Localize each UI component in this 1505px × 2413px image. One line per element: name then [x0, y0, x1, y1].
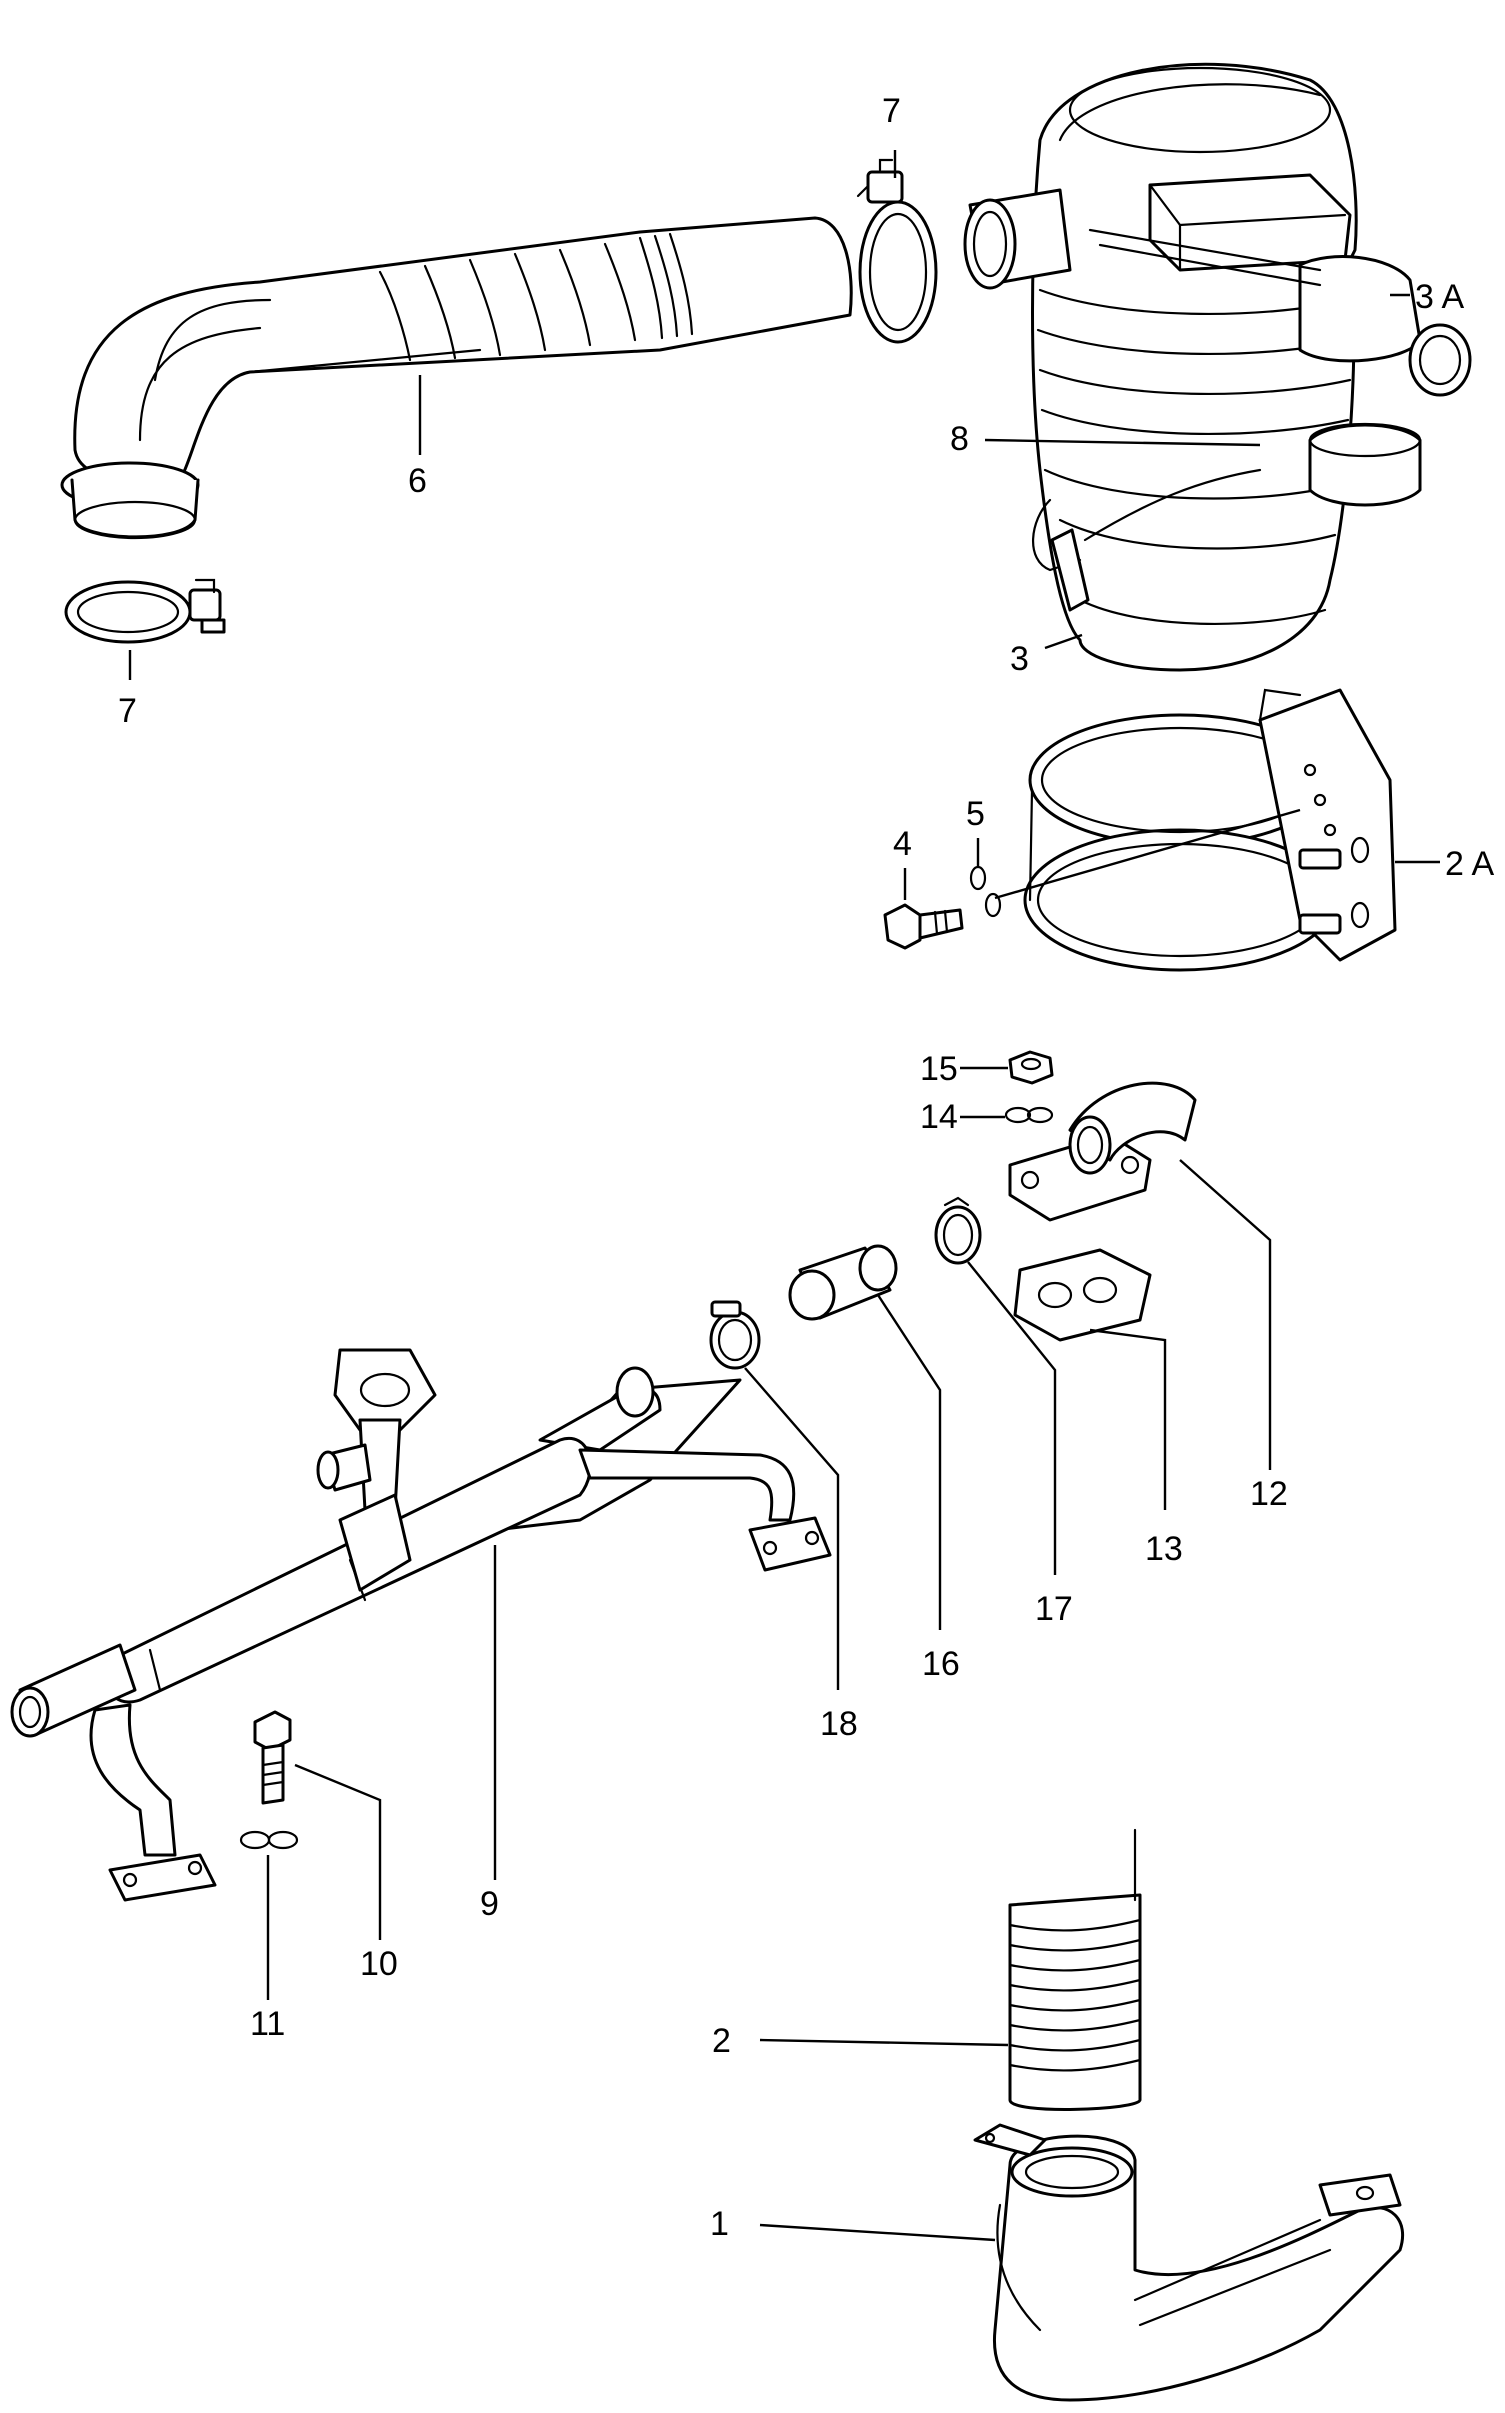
muffler-pipe [10, 1348, 832, 1902]
flexible-hose [1008, 1828, 1142, 2111]
label-7-top: 7 [882, 92, 901, 130]
label-4: 4 [893, 825, 912, 863]
label-7-left: 7 [118, 692, 137, 730]
small-clamp-17 [934, 1196, 982, 1265]
intake-hose [60, 216, 853, 540]
lock-washer [969, 865, 1002, 918]
label-14: 14 [920, 1098, 958, 1136]
hose-clamp-upper [856, 158, 938, 344]
washer-11 [239, 1830, 299, 1850]
label-17: 17 [1035, 1590, 1073, 1628]
sleeve [788, 1244, 898, 1321]
elbow-flange [1008, 1081, 1197, 1222]
mounting-bracket [1023, 688, 1397, 972]
label-11: 11 [250, 2005, 285, 2043]
gasket [1013, 1248, 1152, 1342]
label-1: 1 [710, 2205, 729, 2243]
label-16: 16 [922, 1645, 960, 1683]
small-clamp-18 [709, 1300, 761, 1370]
label-3: 3 [1010, 640, 1029, 678]
label-9: 9 [480, 1885, 499, 1923]
bolt [883, 903, 964, 950]
label-5: 5 [966, 795, 985, 833]
leader-lines [128, 150, 1440, 2242]
bolt-10 [253, 1710, 292, 1805]
nut [1008, 1050, 1054, 1085]
label-8: 8 [950, 420, 969, 458]
label-12: 12 [1250, 1475, 1288, 1513]
intake-elbow [973, 2123, 1405, 2402]
air-cleaner [963, 62, 1472, 672]
label-2: 2 [712, 2022, 731, 2060]
label-15: 15 [920, 1050, 958, 1088]
part-labels: 7 7 6 8 3 3 A 2 A 4 5 15 14 12 13 17 16 … [118, 92, 1494, 2243]
label-3a: 3 A [1415, 278, 1464, 316]
label-10: 10 [360, 1945, 398, 1983]
label-2a: 2 A [1445, 845, 1494, 883]
label-18: 18 [820, 1705, 858, 1743]
hose-clamp-lower [64, 578, 226, 644]
washer [1004, 1106, 1054, 1124]
label-13: 13 [1145, 1530, 1183, 1568]
label-6: 6 [408, 462, 427, 500]
